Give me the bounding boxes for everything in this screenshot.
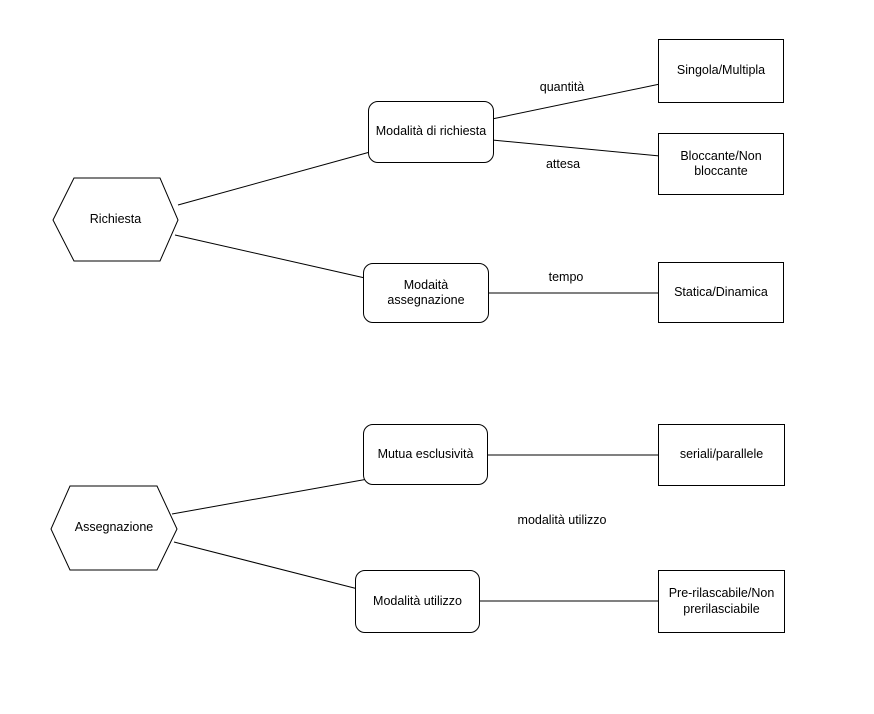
node-assegnazione: Assegnazione [74,520,154,535]
node-modaita-assegnazione: Modaità assegnazione [363,263,489,323]
edge-assegnazione-to-modalita-utilizzo [173,541,363,591]
edge-label-tempo: tempo [546,270,586,284]
edge-modalita-di-richiesta-to-bloccante [491,139,661,157]
node-singola-multipla: Singola/Multipla [658,39,784,103]
edge-modalita-di-richiesta-to-singola-multipla [491,83,661,120]
hexagon-assegnazione-shape [50,485,178,571]
node-modalita-utilizzo: Modalità utilizzo [355,570,480,633]
edge-label-attesa: attesa [543,157,583,171]
node-bloccante-non-bloccante: Bloccante/Non bloccante [658,133,784,195]
edge-label-modalita-utilizzo: modalità utilizzo [515,513,609,527]
edge-assegnazione-to-mutua-esclusivita [171,478,369,515]
node-seriali-parallele: seriali/parallele [658,424,785,486]
node-pre-rilascabile: Pre-rilascabile/Non prerilasciabile [658,570,785,633]
node-richiesta: Richiesta [89,211,142,226]
edge-richiesta-to-modaita-assegnazione [174,234,366,279]
edge-richiesta-to-modalita-di-richiesta [177,151,371,206]
edge-label-quantita: quantità [537,80,587,94]
hexagon-richiesta-shape [52,177,179,262]
node-mutua-esclusivita: Mutua esclusività [363,424,488,485]
node-statica-dinamica: Statica/Dinamica [658,262,784,323]
node-modalita-di-richiesta: Modalità di richiesta [368,101,494,163]
